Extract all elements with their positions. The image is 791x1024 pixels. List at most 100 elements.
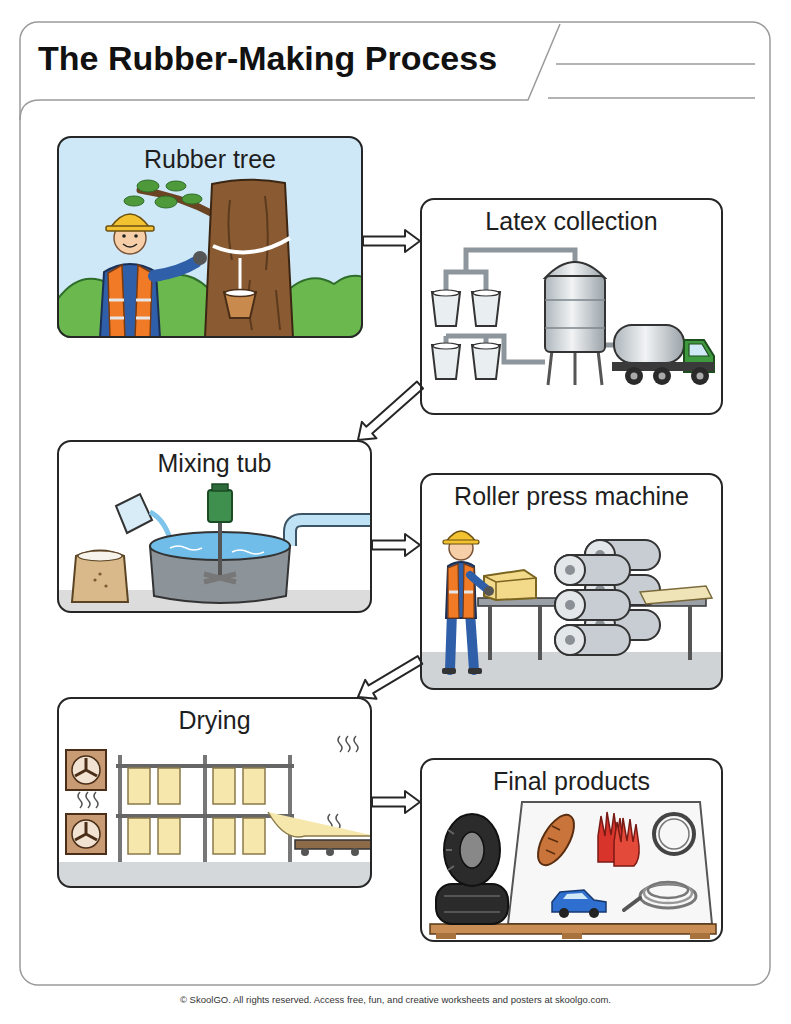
final-products-scene-part [430, 924, 716, 934]
panel-heading: Final products [493, 767, 650, 796]
panel-heading: Roller press machine [454, 482, 689, 511]
tire-part [444, 814, 500, 886]
drying-scene [57, 697, 372, 888]
roller-press-scene-part [420, 652, 723, 690]
process-arrow [358, 656, 422, 699]
latex-bucket-part [472, 345, 500, 379]
rubber-sheet-part [243, 768, 265, 804]
tire-part [444, 896, 500, 912]
final-products-scene-part [546, 826, 560, 854]
drying-scene-part [326, 848, 334, 856]
process-panel: Latex collection [420, 198, 723, 415]
rubber-tree-scene-part [225, 290, 255, 297]
roller-part [555, 590, 630, 620]
rubber-tree-scene-part [166, 181, 186, 191]
process-panel: Roller press machine [420, 473, 723, 690]
worker-part [442, 668, 456, 674]
process-arrow [363, 230, 420, 252]
storage-tank-part [548, 350, 602, 385]
rubber-tree-scene-part [182, 194, 202, 204]
rubber-tree-scene-part [213, 238, 290, 252]
mixing-tub-scene-part [78, 551, 122, 561]
worker-part [450, 612, 474, 670]
mixing-tub-scene-part [116, 494, 152, 533]
final-products-scene-part [589, 908, 599, 918]
process-arrow [372, 791, 420, 813]
final-products-scene-part [559, 908, 569, 918]
tanker-truck-part [659, 373, 666, 380]
page-frame-part [20, 24, 560, 120]
drying-scene-part [301, 848, 309, 856]
process-arrow [372, 534, 420, 556]
rubber-tree-scene-part [154, 262, 196, 276]
storage-tank-part [545, 276, 605, 352]
rubber-tree-scene-part [106, 226, 154, 231]
mixing-tub-scene-part [204, 574, 236, 582]
process-panel: Drying [57, 697, 372, 888]
rubber-sheet [128, 768, 265, 854]
drying-scene-part [116, 766, 294, 816]
final-products-scene-part [420, 758, 723, 942]
tanker-truck [612, 325, 714, 385]
roller-press-scene-part [484, 576, 536, 600]
storage-tank [545, 262, 605, 385]
latex-collection-scene [420, 198, 723, 415]
page-frame [20, 22, 770, 985]
roller-press-scene-part [484, 570, 536, 600]
panel-heading: Mixing tub [158, 449, 272, 478]
mixing-tub-scene-part [57, 440, 372, 613]
process-panel: Mixing tub [57, 440, 372, 613]
fan-part [66, 750, 106, 790]
roller-press-scene-part [420, 473, 723, 690]
tanker-truck-part [697, 373, 704, 380]
rubber-tree-scene [57, 136, 363, 338]
rubber-tree-scene-part [123, 244, 137, 247]
final-products-scene-part [552, 890, 606, 912]
latex-collection-scene-part [420, 198, 723, 415]
roller-part [555, 625, 630, 655]
rubber-sheet-part [128, 768, 150, 804]
roller-part [555, 625, 585, 655]
drying-scene-part [57, 862, 372, 888]
latex-bucket [432, 290, 500, 379]
final-products-scene-part [614, 818, 639, 866]
process-arrow [358, 382, 423, 440]
final-products-scene [420, 758, 723, 942]
page-frame-part [556, 63, 755, 65]
roller-part [555, 555, 630, 585]
rubber-tree-scene-part [205, 180, 293, 338]
rubber-sheet-part [243, 818, 265, 854]
final-products-scene-part [562, 933, 582, 939]
final-products-scene-part [659, 819, 689, 849]
panel-heading: Latex collection [485, 207, 657, 236]
final-products-scene-part [531, 809, 582, 870]
mixing-tub-scene-part [98, 572, 101, 575]
roller-press-scene [420, 473, 723, 690]
rubber-tree-scene-part [155, 196, 177, 208]
worker-part [443, 540, 479, 544]
roller-part [555, 590, 585, 620]
mixing-tub-scene-part [208, 490, 232, 522]
drying-scene-part [120, 755, 290, 862]
fan [66, 750, 106, 854]
final-products-scene-part [690, 933, 710, 939]
mixing-tub-scene-part [218, 520, 222, 578]
copyright-note: © SkoolGO. All rights reserved. Access f… [0, 994, 791, 1006]
tanker-truck-part [614, 325, 684, 363]
panel-heading: Drying [178, 706, 250, 735]
roller-part [555, 555, 585, 585]
mixing-tub-scene-part [170, 546, 264, 554]
drying-scene-part [351, 848, 359, 856]
rubber-tree-scene-part [239, 258, 242, 290]
page-frame-part [548, 97, 755, 99]
mixing-tub-scene-part [290, 520, 372, 546]
rubber-tree-scene-part [109, 300, 151, 318]
process-panel: Rubber tree [57, 136, 363, 338]
rubber-tree-scene-part [137, 180, 159, 192]
latex-bucket-part [473, 343, 499, 349]
process-panel: Final products [420, 758, 723, 942]
rubber-sheet-part [213, 818, 235, 854]
rubber-sheet-part [128, 818, 150, 854]
